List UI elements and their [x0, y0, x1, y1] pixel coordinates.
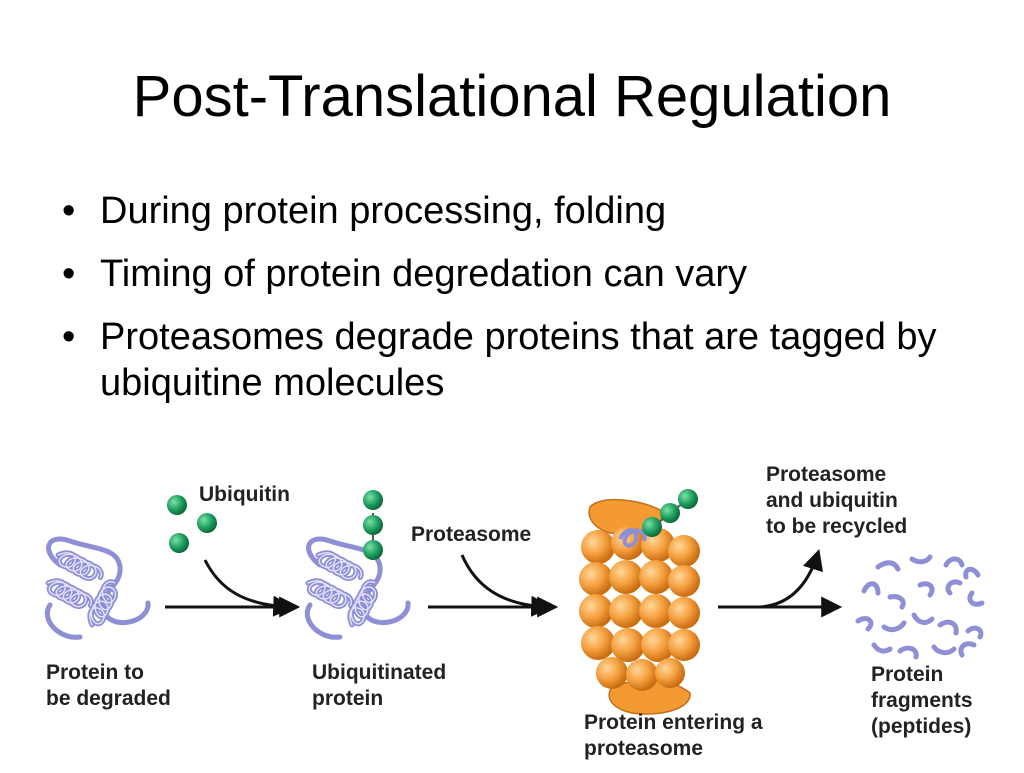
bullet-item: • Timing of protein degredation can vary — [58, 251, 978, 297]
protein-coil-icon — [44, 536, 151, 640]
entering-label-line1: Protein entering a — [584, 711, 763, 734]
bullet-list: • During protein processing, folding • Tim… — [58, 188, 978, 423]
ubiquitinated-label-line2: protein — [312, 687, 384, 710]
ubiquitin-join-arrow — [203, 559, 295, 617]
diagram-art — [0, 489, 985, 715]
recycle-arrow — [759, 548, 824, 609]
ubiquitinated-protein-icon — [304, 490, 411, 640]
bullet-text: Proteasomes degrade proteins that are ta… — [100, 316, 937, 404]
protein-degraded-label-line1: Protein to — [46, 661, 144, 684]
entering-label-line2: proteasome — [584, 737, 704, 760]
fragments-label-line1: Protein — [871, 663, 944, 686]
recycled-label-line1: Proteasome — [766, 463, 887, 486]
bullet-item: • During protein processing, folding — [58, 188, 978, 234]
protein-degraded-label-line2: be degraded — [46, 687, 171, 710]
bullet-text: Timing of protein degredation can vary — [100, 253, 748, 295]
proteasome-join-arrow — [460, 554, 553, 617]
slide-title: Post-Translational Regulation — [132, 64, 892, 129]
proteasome-label: Proteasome — [411, 523, 532, 546]
recycled-label-line2: and ubiquitin — [766, 489, 898, 512]
peptide-fragments-icon — [855, 554, 985, 660]
bullet-item: • Proteasomes degrade proteins that are t… — [58, 314, 978, 406]
free-ubiquitin-icon — [167, 495, 217, 553]
bullet-marker: • — [62, 316, 76, 358]
fragments-label-line3: (peptides) — [871, 715, 972, 738]
bullet-marker: • — [62, 253, 76, 295]
bullet-text: During protein processing, folding — [100, 190, 667, 232]
ubiquitinated-label-line1: Ubiquitinated — [312, 661, 447, 684]
fragments-label-line2: fragments — [871, 689, 973, 712]
ubiquitin-label: Ubiquitin — [199, 483, 290, 506]
ubiquitin-proteasome-diagram: Ubiquitin Proteasome Proteasome and ubiq… — [0, 455, 1024, 768]
bullet-marker: • — [62, 190, 76, 232]
proteasome-icon — [579, 489, 700, 715]
recycled-label-line3: to be recycled — [766, 515, 908, 538]
